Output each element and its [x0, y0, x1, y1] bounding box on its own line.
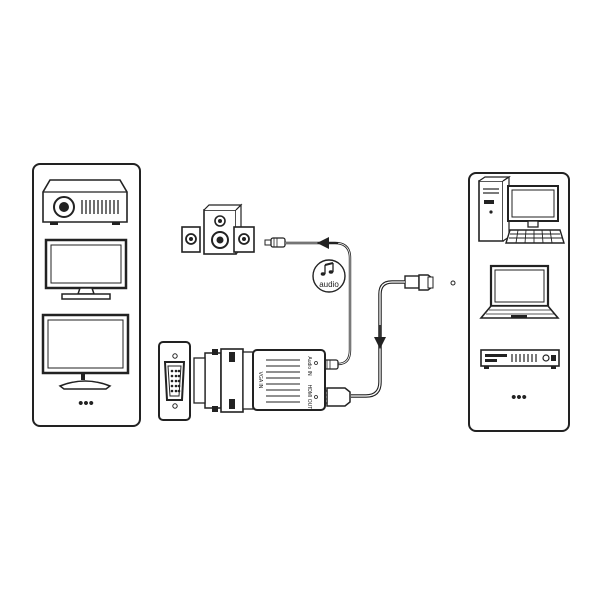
- music-note-icon: [320, 262, 334, 276]
- hdmi-connector-top-icon: [404, 274, 456, 291]
- right-more-devices-indicator: •••: [511, 389, 527, 406]
- vga-connector-icon: [193, 348, 254, 413]
- adapter-port-label-hdmi-out: HDMI OUT: [306, 385, 312, 410]
- hdmi-cable: [351, 280, 405, 398]
- vga-port-icon: [163, 353, 186, 409]
- audio-cable: [285, 241, 352, 366]
- desktop-computer-icon: [478, 175, 565, 244]
- adapter-port-label-vga-in: VGA IN: [257, 372, 263, 389]
- monitor-icon: [44, 238, 128, 300]
- audio-badge: audio: [312, 259, 346, 293]
- dvd-player-icon: [480, 349, 560, 369]
- tv-icon: [41, 313, 130, 390]
- audio-badge-label: audio: [319, 280, 339, 289]
- speaker-audio-jack-icon: [264, 237, 286, 248]
- vga-hdmi-adapter: VGA IN Audio IN HDMI OUT: [193, 348, 326, 413]
- projector-icon: [42, 179, 128, 225]
- source-devices-panel: •••: [468, 172, 570, 432]
- laptop-icon: [479, 264, 560, 319]
- adapter-port-label-audio-in: Audio IN: [306, 356, 312, 376]
- display-devices-panel: •••: [32, 163, 141, 427]
- speakers-icon: [181, 203, 255, 255]
- vga-port-panel: [158, 341, 191, 421]
- left-more-devices-indicator: •••: [78, 395, 94, 412]
